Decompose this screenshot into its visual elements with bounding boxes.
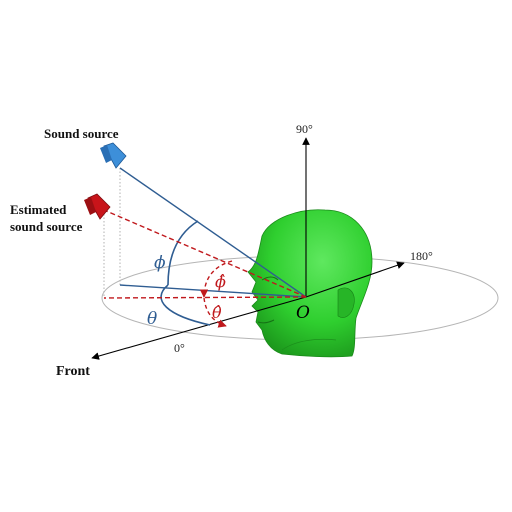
theta-arc xyxy=(160,284,211,326)
back-axis xyxy=(305,261,405,298)
mouth xyxy=(257,319,275,324)
front-label: Front xyxy=(56,364,90,379)
estimated-source-label-line2: sound source xyxy=(10,219,83,234)
sound-source-speaker-icon xyxy=(100,142,127,169)
theta-label: θ xyxy=(147,309,157,329)
head-shape xyxy=(247,209,373,358)
theta-hat-arc xyxy=(203,297,227,328)
front-axis xyxy=(91,296,307,360)
estimated-source-projection xyxy=(103,296,307,299)
phi-hat-label: ϕ̂ xyxy=(215,272,226,291)
estimated-source-label-line1: Estimated xyxy=(10,202,67,217)
true-source-projection xyxy=(119,284,307,298)
eye xyxy=(261,276,279,281)
deg0-label: 0° xyxy=(174,341,185,355)
jaw-shade xyxy=(281,338,337,351)
phi-arc xyxy=(167,220,199,286)
ear xyxy=(337,287,355,318)
estimated-sound-source-speaker-icon xyxy=(84,193,111,220)
estimated-source-line xyxy=(103,209,307,298)
sound-source-label: Sound source xyxy=(44,126,119,141)
true-source-line xyxy=(119,167,307,298)
deg90-label: 90° xyxy=(296,122,313,136)
origin-label: O xyxy=(296,303,310,323)
deg180-label: 180° xyxy=(410,249,433,263)
head-model xyxy=(247,209,373,358)
phi-label: ϕ xyxy=(154,253,166,273)
theta-hat-label: θ̂ xyxy=(212,303,222,322)
phi-hat-arc xyxy=(199,260,233,298)
